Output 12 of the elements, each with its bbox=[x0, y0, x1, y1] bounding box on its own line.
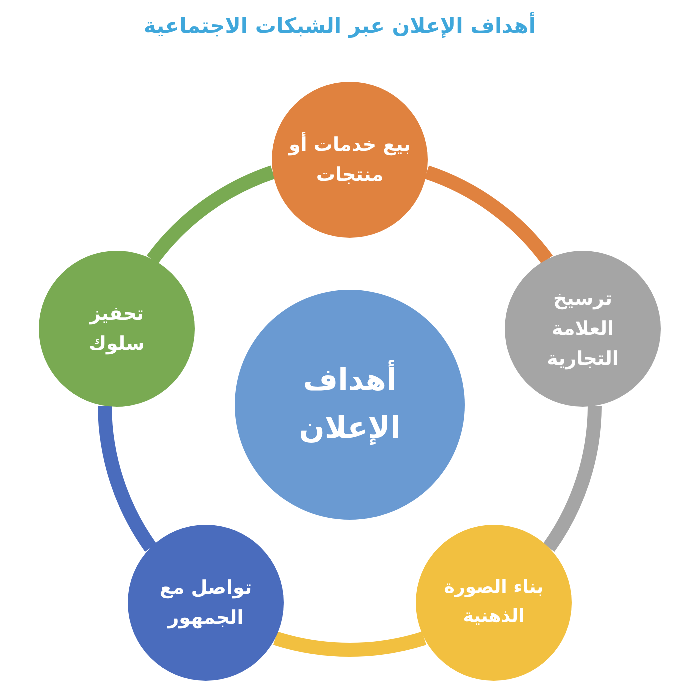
ring-connector bbox=[147, 166, 276, 264]
diagram-title: أهداف الإعلان عبر الشبكات الاجتماعية bbox=[142, 14, 538, 38]
ring-connector bbox=[274, 632, 426, 657]
node-label: تواصل مع الجمهور bbox=[158, 576, 254, 632]
ring-connector bbox=[98, 406, 157, 552]
node-label: تحفيز سلوك bbox=[88, 302, 146, 358]
ring-connector bbox=[543, 406, 602, 552]
node-label: بناء الصورة الذهنية bbox=[443, 576, 545, 630]
node-label: ترسيخ العلامة التجارية bbox=[546, 286, 620, 372]
ring-connector bbox=[424, 166, 553, 264]
node-label: بيع خدمات أو منتجات bbox=[287, 131, 412, 188]
node-label: أهداف الإعلان bbox=[275, 357, 425, 453]
